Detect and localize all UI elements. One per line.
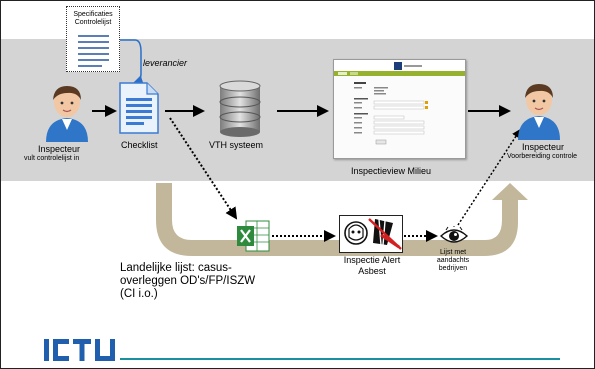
dotted-arrow-eye-inspecteur <box>457 128 521 226</box>
inspectieview-label: Inspectieview Milieu <box>351 166 432 176</box>
specificaties-document: Specificaties Controlelijst <box>66 6 120 72</box>
landelijke-lijst-label: Landelijke lijst: casus-overleggen OD's/… <box>120 262 270 301</box>
eye-icon <box>440 226 468 243</box>
person-icon <box>518 84 560 140</box>
lijst-met-text: Lijst met aandachts bedrijven <box>436 249 470 272</box>
vth-label: VTH systeem <box>209 140 264 150</box>
arrow-leverancier <box>118 39 144 84</box>
landelijke-lijst-text: Landelijke lijst: casus-overleggen OD's/… <box>120 262 256 300</box>
person-icon <box>46 86 88 142</box>
checklist-label: Checklist <box>121 140 158 150</box>
ictu-logo <box>44 339 116 361</box>
inspecteur-left-subtitle: vult controlelijst in <box>24 155 80 162</box>
checklist-document-icon <box>119 82 159 134</box>
footer-line <box>120 358 560 360</box>
inspecteur-right-subtitle: Voorbereiding controle <box>507 153 578 160</box>
leverancier-label: leverancier <box>143 58 188 68</box>
inspecteur-right-title: Inspecteur <box>522 142 565 152</box>
spreadsheet-icon <box>237 220 270 252</box>
inspectieview-screenshot <box>333 59 466 159</box>
asbestos-alert-icon <box>339 215 403 253</box>
inspectie-alert-label: Inspectie Alert Asbest <box>340 255 404 277</box>
inspecteur-left-title: Inspecteur <box>38 144 81 154</box>
lijst-met-label: Lijst met aandachts bedrijven <box>430 249 476 273</box>
database-icon <box>219 80 261 137</box>
specificaties-label: Specificaties Controlelijst <box>73 11 113 26</box>
inspectie-alert-text: Inspectie Alert Asbest <box>343 255 401 276</box>
